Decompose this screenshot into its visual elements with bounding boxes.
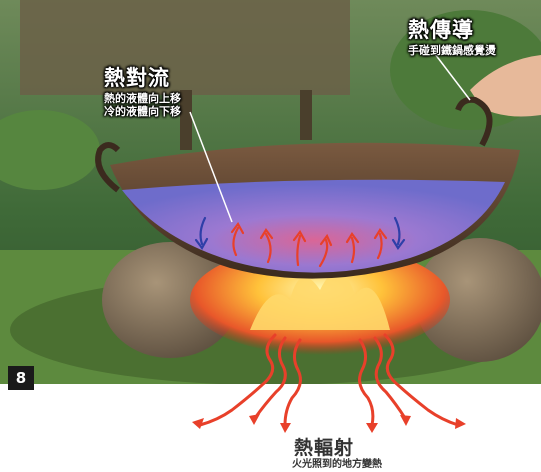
- radiation-wave: [253, 336, 287, 420]
- foliage: [0, 110, 100, 190]
- conduction-desc: 手碰到鐵鍋感覺燙: [408, 44, 496, 57]
- rock-left: [102, 242, 238, 358]
- convection-title: 熱對流: [104, 66, 170, 90]
- radiation-wave: [198, 333, 277, 427]
- rock-right: [415, 238, 541, 362]
- radiation-arrows: [192, 333, 466, 433]
- conduction-title: 熱傳導: [408, 18, 474, 42]
- radiation-wave: [358, 338, 375, 427]
- radiation-desc: 火光照到的地方變熱: [292, 459, 382, 470]
- radiation-title: 熱輻射: [294, 437, 355, 459]
- hot-arrow: [318, 238, 329, 268]
- flame: [250, 271, 390, 330]
- hot-arrow: [376, 232, 383, 260]
- hot-arrow-head: [230, 221, 245, 235]
- hut-post: [300, 90, 312, 140]
- cold-arrow: [393, 216, 401, 246]
- radiation-arrowhead: [455, 418, 466, 429]
- hot-arrow-head: [292, 229, 307, 243]
- hand: [470, 55, 541, 117]
- pan-handle-left: [95, 142, 121, 193]
- convection-line2: 冷的液體向下移: [104, 105, 181, 118]
- convection-line1: 熱的液體向上移: [104, 92, 181, 105]
- page-number-badge: 8: [8, 366, 34, 390]
- hot-arrow: [264, 232, 272, 264]
- convection-pointer: [189, 111, 233, 223]
- hot-arrow: [296, 234, 302, 267]
- radiation-wave: [373, 336, 407, 420]
- hot-arrow: [350, 236, 356, 264]
- hot-arrow-head: [345, 232, 360, 244]
- cold-arrow-head: [391, 238, 406, 250]
- radiation-arrowhead: [400, 415, 411, 426]
- convection-label: 熱對流 熱的液體向上移 冷的液體向下移: [104, 62, 181, 118]
- water: [122, 179, 505, 273]
- hot-arrow: [232, 226, 240, 257]
- radiation-wave: [383, 333, 460, 427]
- cold-arrow: [199, 216, 207, 246]
- radiation-wave: [283, 338, 302, 427]
- hut-post: [180, 90, 192, 150]
- radiation-arrowhead: [366, 423, 378, 433]
- hut: [20, 0, 350, 95]
- radiation-arrowhead: [280, 423, 291, 433]
- scene-illustration: [0, 0, 541, 384]
- cold-arrow-head: [194, 237, 209, 251]
- hot-arrow-head: [319, 233, 333, 247]
- hot-arrow-head: [373, 228, 388, 240]
- radiation-arrowhead: [192, 418, 204, 429]
- conduction-pointer: [434, 53, 471, 101]
- radiation-arrowhead: [249, 414, 260, 425]
- convection-arrows: [194, 216, 406, 268]
- conduction-label: 熱傳導 手碰到鐵鍋感覺燙: [408, 14, 496, 57]
- hot-arrow-head: [259, 228, 274, 240]
- pan-handle-right: [455, 96, 493, 147]
